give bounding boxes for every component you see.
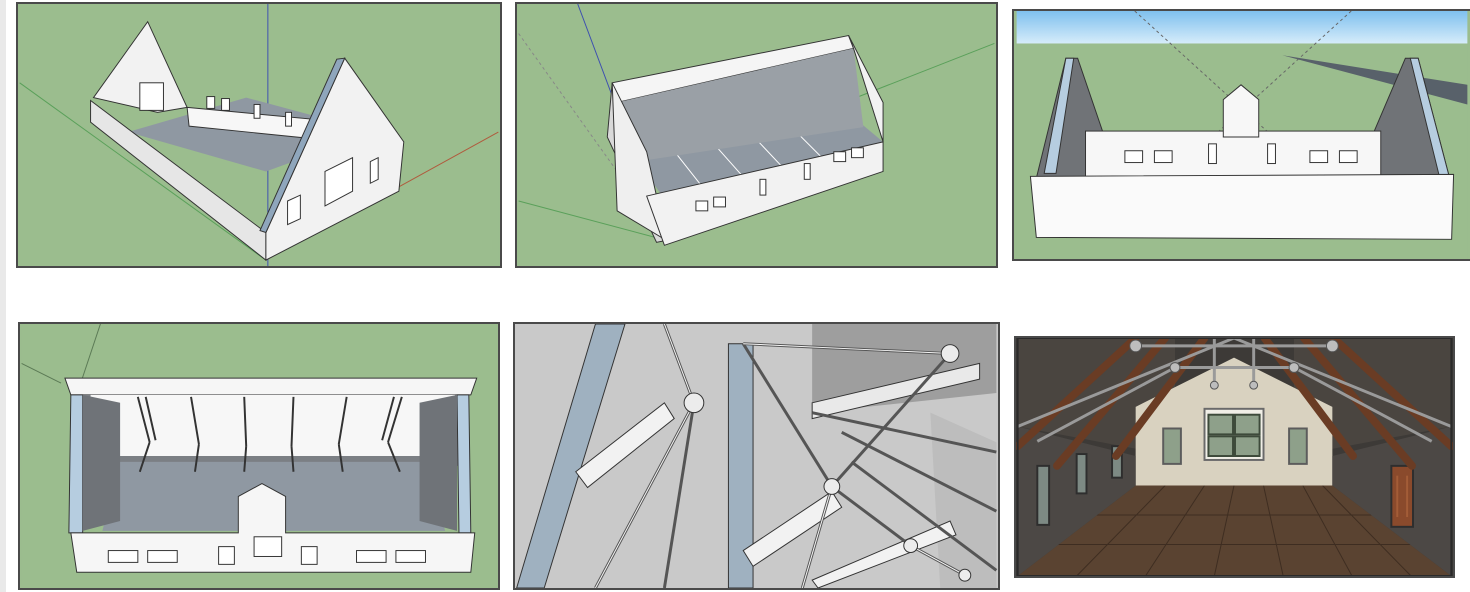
left-border-strip bbox=[0, 0, 6, 592]
building-shell-elevation-image bbox=[1016, 11, 1468, 259]
building-shell-front-image bbox=[19, 4, 499, 266]
roof-trusses-image bbox=[21, 324, 497, 588]
panel-building-shell-elevation[interactable] bbox=[1012, 9, 1470, 261]
building-shell-rear-image bbox=[518, 4, 995, 266]
rendered-attic-image bbox=[1016, 338, 1453, 576]
truss-detail-image bbox=[516, 324, 998, 588]
panel-truss-detail[interactable] bbox=[513, 322, 1000, 590]
panel-roof-trusses[interactable] bbox=[18, 322, 500, 590]
panel-building-shell-rear[interactable] bbox=[515, 2, 998, 268]
panel-rendered-attic[interactable] bbox=[1014, 336, 1455, 578]
panel-building-shell-front[interactable] bbox=[16, 2, 502, 268]
